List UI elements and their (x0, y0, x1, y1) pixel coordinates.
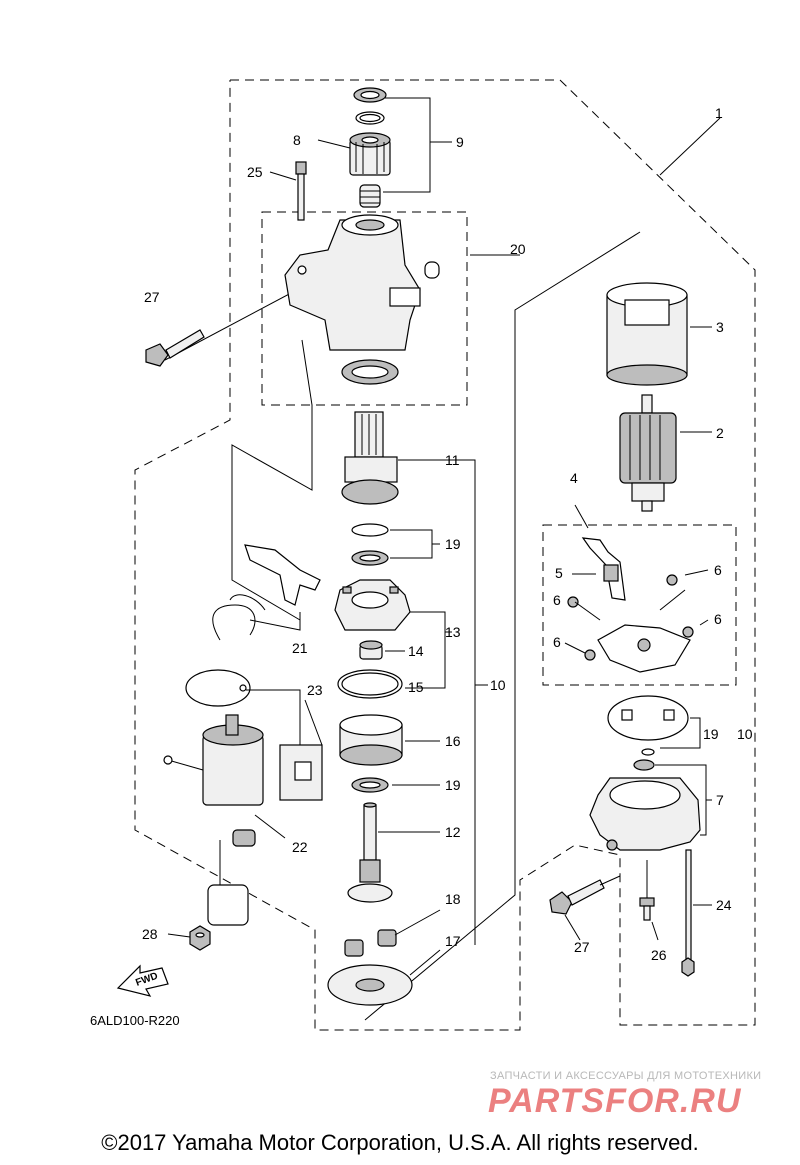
leader-lines (164, 117, 721, 1021)
part-3-yoke (606, 282, 712, 386)
part-19-brush-plate (607, 695, 701, 756)
callout-19a: 19 (445, 536, 461, 552)
callout-26: 26 (651, 947, 667, 963)
part-8-pinion-gear (317, 132, 391, 176)
part-24-through-bolt (681, 849, 712, 977)
callout-19c: 19 (703, 726, 719, 742)
callout-23: 23 (307, 682, 323, 698)
callout-10b: 10 (737, 726, 753, 742)
callout-4: 4 (570, 470, 578, 486)
part-19-washer-lower (351, 777, 440, 793)
watermark-brand: PARTSFOR.RU (488, 1082, 742, 1120)
callout-8: 8 (293, 132, 301, 148)
callout-1: 1 (715, 105, 723, 121)
callout-3: 3 (716, 319, 724, 335)
part-9-clip-set (353, 87, 452, 208)
callout-13: 13 (445, 624, 461, 640)
callout-28: 28 (142, 926, 158, 942)
callout-21: 21 (292, 640, 308, 656)
part-27-bolt-right (549, 875, 621, 941)
callout-7: 7 (716, 792, 724, 808)
callout-labels: 1 2 3 4 5 6 6 6 6 7 8 9 10 10 11 12 13 1… (142, 105, 753, 963)
callout-6c: 6 (714, 611, 722, 627)
callout-15: 15 (408, 679, 424, 695)
callout-6a: 6 (714, 562, 722, 578)
part-15-o-ring (337, 669, 403, 699)
part-4-brush-holder (564, 504, 709, 673)
callout-16: 16 (445, 733, 461, 749)
callout-14: 14 (408, 643, 424, 659)
part-13-gear-carrier (334, 579, 411, 631)
part-17-plate (327, 949, 441, 1006)
callout-25: 25 (247, 164, 263, 180)
assembly-outline-4 (542, 524, 737, 686)
part-14-washer (359, 640, 383, 660)
callout-22: 22 (292, 839, 308, 855)
assembly-outline-1 (134, 79, 756, 1031)
callout-10a: 10 (490, 677, 506, 693)
part-11-clutch (341, 411, 399, 505)
part-21-lever (212, 544, 321, 641)
callout-2: 2 (716, 425, 724, 441)
part-22-solenoid (163, 714, 286, 890)
part-2-armature (619, 394, 712, 512)
callout-17: 17 (445, 933, 461, 949)
callout-19b: 19 (445, 777, 461, 793)
copyright-notice: ©2017 Yamaha Motor Corporation, U.S.A. A… (101, 1130, 699, 1155)
callout-5: 5 (555, 565, 563, 581)
callout-27a: 27 (144, 289, 160, 305)
callout-12: 12 (445, 824, 461, 840)
callout-24: 24 (716, 897, 732, 913)
part-7-rear-cover (589, 759, 712, 851)
part-18-planet-gears (344, 909, 441, 957)
forward-arrow-icon: FWD (116, 964, 169, 997)
callout-27b: 27 (574, 939, 590, 955)
diagram-code: 6ALD100-R220 (90, 1013, 180, 1028)
part-27-bolt-left (145, 329, 205, 367)
watermark-tagline: ЗАПЧАСТИ И АКСЕССУАРЫ ДЛЯ МОТОТЕХНИКИ (490, 1070, 762, 1082)
part-16-internal-gear (339, 714, 440, 766)
callout-11: 11 (445, 452, 460, 468)
callout-9: 9 (456, 134, 464, 150)
assembly-outline-20 (261, 211, 468, 406)
callout-6d: 6 (553, 634, 561, 650)
leaders-13-15 (385, 611, 452, 689)
part-19-circlip-upper (351, 523, 440, 566)
part-25-bolt (269, 161, 307, 221)
callout-18: 18 (445, 891, 461, 907)
part-26-screw (639, 860, 659, 941)
callout-6b: 6 (553, 592, 561, 608)
callout-20: 20 (510, 241, 526, 257)
part-20-drive-housing (284, 214, 440, 385)
part-12-shaft (347, 802, 440, 903)
part-23-switch-plate (185, 669, 323, 801)
part-28-nut (167, 884, 249, 951)
